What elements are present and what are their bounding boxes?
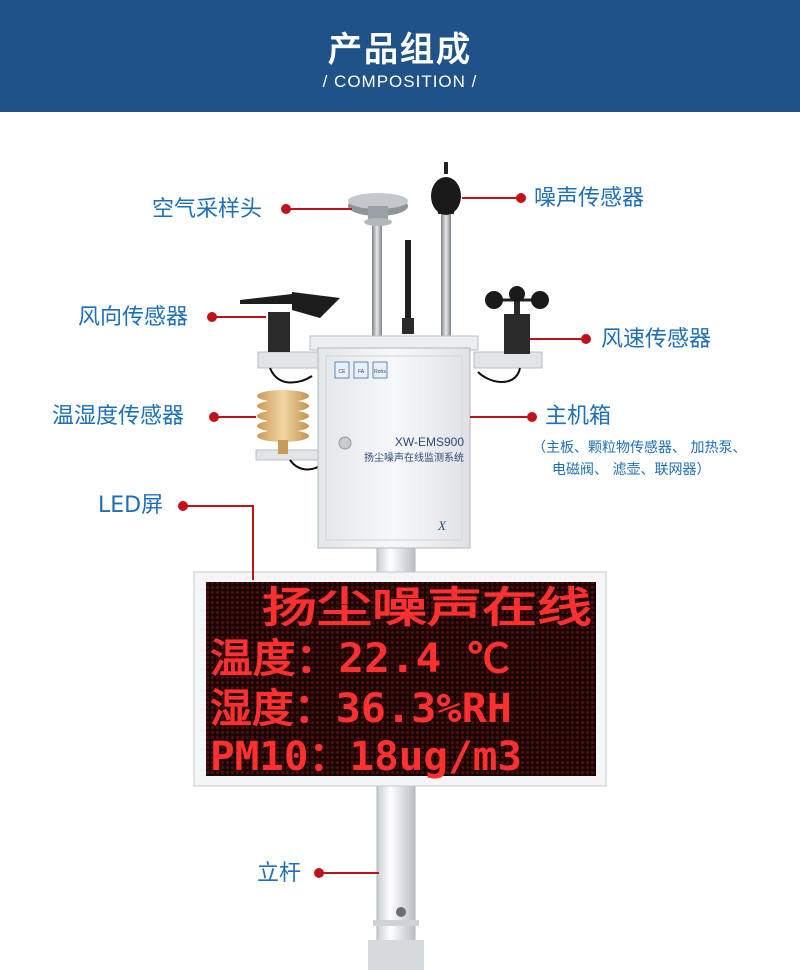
marker-temp-humidity [209,412,219,422]
brand-logo: X [437,518,447,533]
marker-wind-speed [581,334,591,344]
marker-air-sampler [281,204,291,214]
leader-led-screen-v [252,505,254,580]
led-line-4: PM10：18ug/m3 [210,734,522,780]
leader-noise-sensor [462,197,520,199]
leader-wind-direction [216,316,266,318]
leader-temp-humidity [218,416,256,418]
label-led-screen: LED屏 [98,493,164,518]
label-wind-speed: 风速传感器 [601,327,712,352]
marker-wind-direction [207,312,217,322]
header-banner: 产品组成 / COMPOSITION / [0,0,800,112]
monitoring-station-illustration: XW-EMS900 扬尘噪声在线监测系统 X 扬尘噪声在线 温度：22.4 ℃ … [193,162,607,970]
marker-main-box [527,412,537,422]
label-main-box-detail-1: （主板、颗粒物传感器、 加热泵、 [532,440,747,456]
marker-pole [314,868,324,878]
certification-badges [334,361,388,379]
leader-led-screen-h [187,505,253,507]
marker-noise-sensor [516,193,526,203]
certification-badge-2: Rohs [374,369,386,375]
cabinet-model: XW-EMS900 [395,435,464,449]
led-line-3: 湿度：36.3%RH [210,686,512,732]
led-line-1: 扬尘噪声在线 [262,583,592,632]
led-line-2: 温度：22.4 ℃ [210,636,510,682]
label-noise-sensor: 噪声传感器 [534,186,645,211]
leader-main-box [470,416,532,418]
label-main-box: 主机箱 [545,404,612,429]
label-temp-humidity: 温湿度传感器 [52,404,185,429]
led-panel [206,582,596,776]
label-air-sampler: 空气采样头 [152,197,263,222]
cabinet-name: 扬尘噪声在线监测系统 [364,451,464,464]
leader-wind-speed [530,338,586,340]
leader-air-sampler [290,208,352,210]
page-title: 产品组成 [328,30,472,70]
label-pole: 立杆 [257,861,302,886]
certification-badge-0: CE [339,369,347,375]
page-subtitle: / COMPOSITION / [322,72,478,91]
certification-badge-1: FA [358,369,365,375]
led-text-group: 扬尘噪声在线 温度：22.4 ℃ 湿度：36.3%RH PM10：18ug/m3 [210,583,592,780]
label-main-box-detail-2: 电磁阀、 滤壶、联网器） [552,462,711,478]
leader-pole [323,872,379,874]
label-wind-direction: 风向传感器 [78,305,189,330]
marker-led-screen [178,501,188,511]
